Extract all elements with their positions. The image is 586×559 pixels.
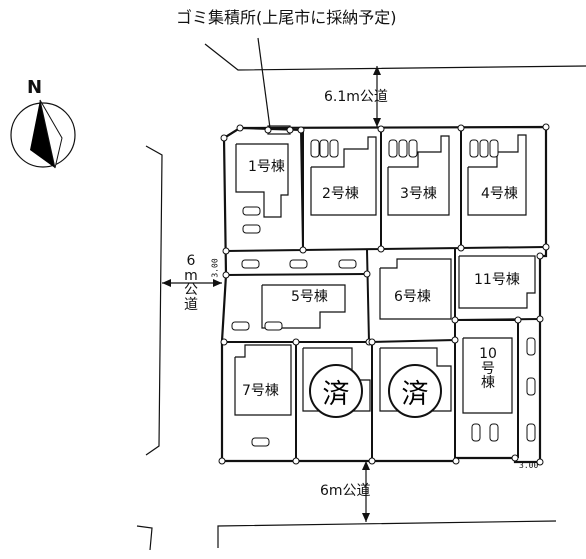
lot5-building — [261, 284, 346, 329]
south-road-edge-left — [136, 525, 153, 551]
west-road-label: 6 m 公 道 — [184, 253, 198, 314]
lot4-label: 4号棟 — [481, 186, 518, 202]
west-passage-dimension: 3.00 — [210, 258, 220, 278]
garbage-station-leader — [257, 37, 271, 129]
boundary-marker — [451, 316, 459, 324]
lot10-building — [462, 337, 513, 414]
parking-car-icon — [471, 423, 481, 442]
lot7-building — [234, 344, 292, 416]
parking-car-icon — [469, 139, 479, 158]
parking-car-icon — [526, 337, 536, 356]
parking-car-icon — [289, 259, 308, 269]
boundary-marker — [457, 124, 465, 132]
boundary-marker — [220, 338, 228, 346]
lot7-label: 7号棟 — [242, 383, 279, 399]
east-passage-dimension: 3.00 — [519, 461, 539, 470]
north-road-edge — [204, 43, 586, 71]
parking-car-icon — [388, 139, 398, 158]
lot1-building — [235, 143, 289, 218]
boundary-marker — [297, 126, 305, 134]
lot11-label: 11号棟 — [474, 272, 520, 288]
boundary-marker — [218, 457, 226, 465]
north-road-label: 6.1m公道 — [324, 89, 388, 105]
boundary-marker — [292, 338, 300, 346]
boundary-marker — [220, 134, 228, 142]
lot8-sold-stamp: 済 — [309, 364, 363, 418]
boundary-marker — [536, 315, 544, 323]
parking-car-icon — [489, 139, 499, 158]
south-road-label: 6m公道 — [320, 483, 371, 499]
lot8-building — [302, 347, 371, 412]
boundary-marker — [514, 316, 522, 324]
parking-car-icon — [241, 259, 260, 269]
parking-car-icon — [264, 321, 283, 331]
parking-car-icon — [489, 423, 499, 442]
boundary-marker — [377, 125, 385, 133]
parking-car-icon — [479, 139, 489, 158]
parking-car-icon — [408, 139, 418, 158]
parking-car-icon — [526, 377, 536, 396]
boundary-marker — [377, 245, 385, 253]
site-boundary — [220, 125, 548, 464]
boundary-marker — [363, 270, 371, 278]
parking-car-icon — [242, 206, 261, 216]
boundary-marker — [222, 271, 230, 279]
parking-car-icon — [526, 423, 536, 442]
boundary-marker — [452, 457, 460, 465]
north-label: N — [27, 77, 43, 98]
lot3-label: 3号棟 — [400, 186, 437, 202]
boundary-marker — [511, 454, 519, 462]
boundary-marker — [368, 338, 376, 346]
lot3-building — [387, 135, 450, 216]
lot2-building — [310, 136, 377, 216]
boundary-marker — [542, 243, 550, 251]
boundary-marker — [299, 246, 307, 254]
parking-car-icon — [251, 437, 270, 447]
south-road-edge — [217, 520, 557, 548]
lot6-label: 6号棟 — [394, 289, 431, 305]
boundary-marker — [451, 336, 459, 344]
boundary-marker — [368, 457, 376, 465]
boundary-marker — [236, 124, 244, 132]
north-arrow-icon — [10, 99, 76, 169]
lot9-sold-stamp: 済 — [388, 364, 442, 418]
boundary-marker — [222, 247, 230, 255]
boundary-marker — [536, 252, 544, 260]
parking-car-icon — [231, 321, 250, 331]
parking-car-icon — [319, 139, 329, 158]
boundary-marker — [457, 244, 465, 252]
parking-car-icon — [338, 259, 357, 269]
parking-car-icon — [310, 139, 320, 158]
parking-car-icon — [329, 139, 339, 158]
lot4-building — [467, 134, 527, 216]
lot5-label: 5号棟 — [291, 289, 328, 305]
lot10-label: 10 号 棟 — [479, 346, 497, 392]
garbage-station-label: ゴミ集積所(上尾市に採納予定) — [176, 8, 397, 27]
lot1-label: 1号棟 — [248, 159, 285, 175]
boundary-marker — [542, 123, 550, 131]
boundary-marker — [264, 126, 272, 134]
boundary-marker — [286, 126, 294, 134]
boundary-marker — [536, 458, 544, 466]
lot2-label: 2号棟 — [322, 186, 359, 202]
west-road-edge — [145, 145, 163, 456]
lot6-building — [379, 258, 452, 320]
lot9-building — [379, 347, 452, 412]
lot11-building — [458, 255, 536, 309]
parking-car-icon — [242, 224, 261, 234]
passage-south-edge — [225, 273, 368, 276]
boundary-marker — [292, 457, 300, 465]
parking-car-icon — [398, 139, 408, 158]
